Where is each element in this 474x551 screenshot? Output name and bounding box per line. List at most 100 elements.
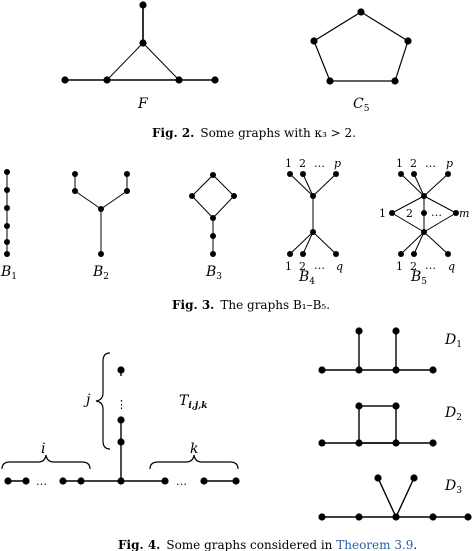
graph-vertex [4, 169, 10, 175]
theorem-link[interactable]: Theorem 3.9 [336, 538, 413, 551]
label-T: Ti,j,k [179, 393, 208, 411]
graph-C5 [310, 8, 412, 85]
graph-vertex [117, 416, 125, 424]
label-D1: D1 [444, 332, 462, 350]
graph-vertex [72, 188, 78, 194]
graph-vertex [189, 193, 195, 199]
graph-vertex [318, 439, 326, 447]
graph-vertex [117, 438, 125, 446]
graph-vertex [61, 76, 69, 84]
graph-vertex [4, 251, 10, 257]
graph-vertex [210, 215, 216, 221]
graph-B5 [389, 171, 459, 257]
brace-j [95, 352, 111, 450]
b5-top-p: p [446, 157, 453, 170]
graph-vertex [355, 439, 363, 447]
graph-T [4, 366, 240, 485]
graph-vertex [410, 474, 418, 482]
graph-vertex [4, 223, 10, 229]
graph-vertex [355, 327, 363, 335]
b5-mid-m: m [459, 207, 469, 220]
brace-k-label: k [190, 441, 198, 457]
graph-vertex [98, 251, 104, 257]
graph-vertex [392, 513, 400, 521]
graph-vertex [391, 77, 399, 85]
b5-mid-2: 2 [406, 207, 413, 220]
b5-mid-1: 1 [379, 207, 386, 220]
graph-vertex [429, 366, 437, 374]
graph-vertex [326, 77, 334, 85]
b5-bot-dots: … [425, 259, 436, 272]
graph-vertex [392, 327, 400, 335]
b4-bot-dots: … [314, 259, 325, 272]
graph-vertex [300, 251, 306, 257]
graph-vertex [421, 210, 427, 216]
b5-top-2: 2 [410, 157, 417, 170]
graph-vertex [211, 76, 219, 84]
b4-bot-q: q [336, 260, 343, 273]
graph-vertex [318, 366, 326, 374]
graph-vertex [392, 402, 400, 410]
graph-vertex [398, 171, 404, 177]
b4-top-1: 1 [285, 157, 292, 170]
graph-vertex [357, 8, 365, 16]
graph-vertex [300, 171, 306, 177]
brace-i-label: i [41, 441, 45, 457]
graph-vertex [124, 188, 130, 194]
graph-vertex [4, 477, 12, 485]
graph-vertex [210, 172, 216, 178]
b5-top-1: 1 [396, 157, 403, 170]
label-F: F [137, 96, 149, 112]
t-right-dots: … [176, 475, 187, 488]
graph-vertex [429, 439, 437, 447]
t-left-dots: … [36, 475, 47, 488]
brace-k [149, 454, 239, 470]
caption-fig2: Fig. 2.Some graphs with κ₃ > 2. [152, 126, 356, 140]
graph-vertex [4, 239, 10, 245]
graph-vertex [392, 366, 400, 374]
graph-vertex [103, 76, 111, 84]
graph-vertex [22, 477, 30, 485]
graph-vertex [355, 402, 363, 410]
graph-vertex [429, 513, 437, 521]
graph-vertex [398, 251, 404, 257]
label-C5: C5 [353, 96, 370, 114]
graph-vertex [231, 193, 237, 199]
graph-vertex [98, 206, 104, 212]
graph-vertex [445, 251, 451, 257]
graph-vertex [4, 187, 10, 193]
graph-vertex [355, 513, 363, 521]
brace-i [1, 454, 91, 470]
graph-vertex [453, 210, 459, 216]
graph-vertex [232, 477, 240, 485]
graph-vertex [411, 251, 417, 257]
graph-vertex [333, 171, 339, 177]
graph-vertex [310, 37, 318, 45]
graph-vertex [4, 205, 10, 211]
graph-B1 [4, 169, 10, 257]
b5-bot-1: 1 [396, 260, 403, 273]
graph-D3 [318, 474, 472, 521]
b5-bot-q: q [448, 260, 455, 273]
graph-vertex [161, 477, 169, 485]
graph-vertex [210, 233, 216, 239]
caption-fig4: Fig. 4.Some graphs considered in Theorem… [118, 538, 417, 551]
label-B1: B1 [0, 264, 17, 282]
graph-vertex [139, 1, 147, 9]
graph-vertex [287, 171, 293, 177]
graph-vertex [117, 477, 125, 485]
graph-D1 [318, 327, 437, 374]
graph-B2 [72, 171, 130, 257]
graph-vertex [411, 171, 417, 177]
graph-vertex [124, 171, 130, 177]
b4-bot-1: 1 [285, 260, 292, 273]
graph-vertex [392, 439, 400, 447]
b5-top-dots: … [425, 157, 436, 170]
label-D2: D2 [444, 405, 462, 423]
graph-vertex [287, 251, 293, 257]
graph-vertex [389, 210, 395, 216]
label-B2: B2 [92, 264, 109, 282]
graph-vertex [200, 477, 208, 485]
graph-vertex [59, 477, 67, 485]
